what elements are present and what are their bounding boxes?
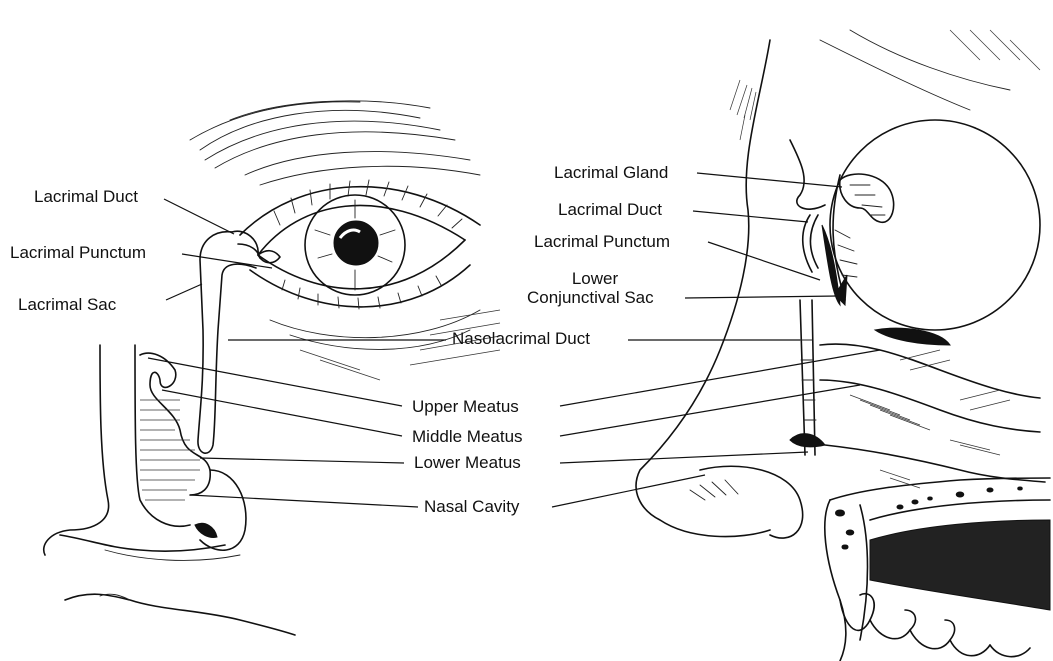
left-nose-section (44, 345, 295, 635)
label-lacrimal-duct-right: Lacrimal Duct (558, 200, 662, 220)
label-nasal-cavity: Nasal Cavity (424, 497, 519, 517)
label-lower-conjunctival-line1: Lower (570, 269, 620, 289)
left-eyebrow (190, 101, 480, 185)
label-lacrimal-sac: Lacrimal Sac (18, 295, 116, 315)
label-upper-meatus: Upper Meatus (412, 397, 519, 417)
label-lacrimal-duct-left: Lacrimal Duct (34, 187, 138, 207)
label-lower-meatus: Lower Meatus (414, 453, 521, 473)
label-nasolacrimal-duct: Nasolacrimal Duct (452, 329, 590, 349)
left-eye (240, 180, 500, 380)
label-lacrimal-punctum-left: Lacrimal Punctum (10, 243, 146, 263)
right-profile (636, 30, 1050, 661)
label-lacrimal-punctum-right: Lacrimal Punctum (534, 232, 670, 252)
label-lacrimal-gland: Lacrimal Gland (554, 163, 668, 183)
label-middle-meatus: Middle Meatus (412, 427, 523, 447)
label-lower-conjunctival-line2: Conjunctival Sac (527, 288, 654, 308)
